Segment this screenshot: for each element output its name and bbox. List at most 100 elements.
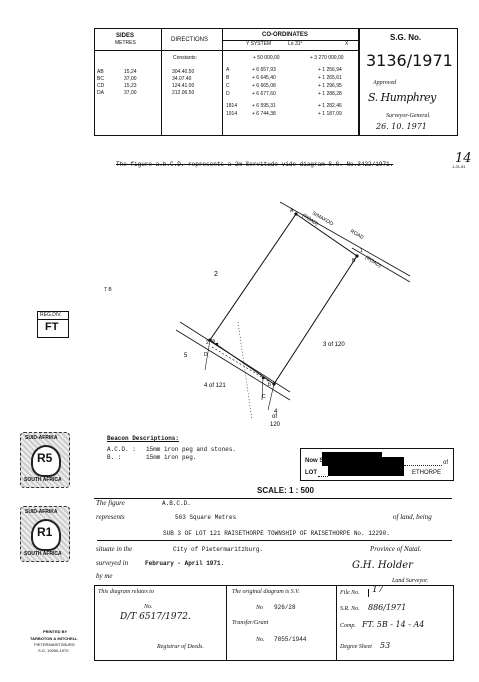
side-direction: 304.40.50 xyxy=(172,69,195,75)
printer-line-2: TARBOTON & MITCHELL xyxy=(30,636,78,641)
stamp-top: SUID-AFRIKA xyxy=(25,509,58,515)
header-sides: SIDES xyxy=(116,33,135,39)
stamp-value: R1 xyxy=(37,525,53,539)
point-x: + 1 282,46 xyxy=(318,103,342,109)
left-margin-mark: T B xyxy=(104,287,112,293)
point-name: 1814 xyxy=(226,103,238,109)
transfer-no-label: No. xyxy=(256,637,265,643)
footer-divider xyxy=(226,585,227,660)
point-x: + 1 265,61 xyxy=(318,75,342,81)
point-name: C xyxy=(226,83,230,89)
label-b: b xyxy=(268,382,271,388)
parcel-outline xyxy=(209,213,358,385)
stamp-seal-icon xyxy=(31,519,61,551)
beacon-small xyxy=(215,342,219,346)
header-directions: DIRECTIONS xyxy=(171,37,209,43)
coord-header-divider xyxy=(222,40,358,41)
lot-boundary xyxy=(204,339,211,371)
province-label: Province of Natal. xyxy=(370,545,422,553)
file-value: 17 xyxy=(372,585,384,595)
servitude-dash xyxy=(211,346,271,383)
degree-label: Degree Sheet xyxy=(340,644,372,650)
header-lo: Lo 31° xyxy=(288,41,303,47)
figure-value: A.B.C.D. xyxy=(162,500,191,507)
file-label: File No. xyxy=(340,590,360,596)
point-y: + 6 744,38 xyxy=(252,111,276,117)
point-y: + 6 595,31 xyxy=(252,103,276,109)
header-coordinates: CO-ORDINATES xyxy=(262,32,308,38)
lot-left: 2 xyxy=(214,271,218,278)
redaction xyxy=(382,457,404,476)
reg-div-box xyxy=(37,311,69,338)
label-A: A xyxy=(290,208,294,214)
table-col-divider xyxy=(222,28,223,135)
original-no-label: No xyxy=(256,605,264,611)
lot-boundary xyxy=(267,383,275,411)
servitude-line xyxy=(175,329,291,401)
city-value: City of Pietermaritzburg. xyxy=(173,546,264,553)
table-header-divider xyxy=(94,50,358,51)
beacon-desc: 15mm iron peg. xyxy=(146,454,197,461)
beacon-desc: 15mm iron peg and stones. xyxy=(146,446,237,453)
lot-bottom-right-2: of xyxy=(272,414,277,420)
beacon-key: A.C.D. : xyxy=(107,446,136,453)
scale-rule xyxy=(94,498,452,499)
stamp-value: R5 xyxy=(37,451,53,465)
label-1: 1 xyxy=(360,248,363,254)
corner-mark-sub: 1-31.81 xyxy=(452,164,466,169)
surveyor-general-title: Surveyor-General. xyxy=(386,113,431,119)
land-surveyor-signature: G.H. Holder xyxy=(352,560,413,571)
file-underline-tick xyxy=(368,589,369,597)
of-land-label: of land, being xyxy=(393,513,432,521)
redaction xyxy=(322,452,382,466)
beacon-key: B. : xyxy=(107,454,122,461)
side-length: 37,00 xyxy=(124,76,137,82)
side-name: DA xyxy=(97,90,104,96)
sg-box xyxy=(358,28,458,136)
beacon-d xyxy=(294,212,298,216)
point-y: + 6 677,60 xyxy=(252,91,276,97)
road-line xyxy=(279,201,411,277)
side-name: AB xyxy=(97,69,104,75)
figure-label: The figure xyxy=(96,499,125,507)
transfer-label: Transfer/Grant xyxy=(232,620,269,626)
scale-text: SCALE: 1 : 500 xyxy=(257,486,314,495)
sub-underline xyxy=(97,540,452,541)
now-dotted-line xyxy=(404,465,442,466)
label-B: B xyxy=(352,258,356,264)
surveyor-general-signature: S. Humphrey xyxy=(368,91,436,104)
sg-label: S.G. No. xyxy=(390,33,422,42)
relates-label: This diagram relates to xyxy=(98,589,154,595)
reg-div-label: REG.DIV. xyxy=(40,312,62,318)
corner-mark: 14 xyxy=(455,151,472,166)
point-name: B xyxy=(226,75,230,81)
side-length: 37,00 xyxy=(124,90,137,96)
reg-div-divider xyxy=(37,319,68,320)
beacon-small xyxy=(261,376,265,380)
side-direction: 212.06.50 xyxy=(172,90,195,96)
sg-number: 3136/1971 xyxy=(366,51,453,70)
constant-x: + 3 270 000,00 xyxy=(310,55,344,61)
road-line-2 xyxy=(351,247,411,283)
deed-number: D/T 6517/1972. xyxy=(120,612,191,622)
header-x: X xyxy=(345,41,349,47)
now-label: Now S xyxy=(305,458,324,464)
constant-y: + 50 000,00 xyxy=(253,55,280,61)
approval-date: 26. 10. 1971 xyxy=(376,122,427,131)
now-box xyxy=(300,448,454,481)
side-length: 15,23 xyxy=(124,83,137,89)
table-col-divider xyxy=(161,28,162,135)
area-value: 563 Square Metres xyxy=(175,514,237,521)
point-y: + 6 665,08 xyxy=(252,83,276,89)
now-of: of xyxy=(443,460,449,466)
comp-label: Comp. xyxy=(340,623,356,629)
comp-value: FT. 5B - 14 - A4 xyxy=(362,620,425,629)
land-surveyor-title: Land Surveyor. xyxy=(392,578,429,584)
servitude-note: The figure a.b.C.D. represents a 2m Serv… xyxy=(116,161,394,168)
point-x: + 1 256,94 xyxy=(318,67,342,73)
servitude-line xyxy=(179,321,291,393)
lot-dotted-line xyxy=(318,476,328,477)
